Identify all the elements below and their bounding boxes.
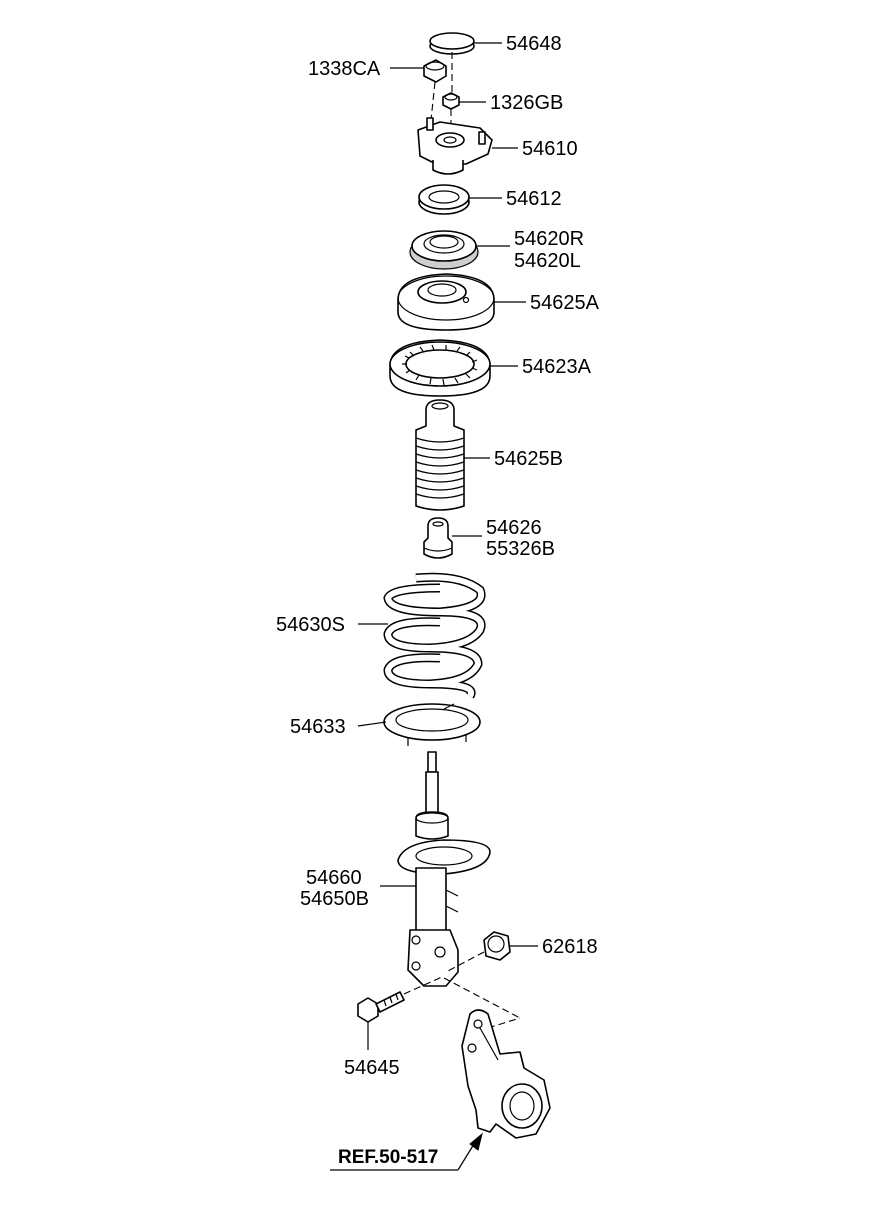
label-54620L: 54620L — [514, 250, 581, 272]
label-62618: 62618 — [542, 936, 598, 958]
part-1326GB-nut[interactable] — [442, 92, 460, 110]
label-54648: 54648 — [506, 33, 562, 55]
label-54645: 54645 — [344, 1057, 400, 1079]
ref-callout[interactable]: REF.50-517 — [330, 1132, 483, 1171]
ref-arrow-icon — [469, 1132, 483, 1151]
part-54633-pad[interactable] — [383, 703, 481, 746]
part-54610-mount[interactable] — [417, 117, 493, 175]
label-54623A: 54623A — [522, 356, 592, 378]
part-54660-strut[interactable] — [397, 751, 491, 987]
label-1326GB: 1326GB — [490, 92, 563, 114]
label-54625B: 54625B — [494, 448, 563, 470]
label-54630S: 54630S — [276, 614, 345, 636]
steering-knuckle — [443, 977, 551, 1139]
part-54645-bolt[interactable] — [357, 991, 405, 1023]
part-54626-bumper[interactable] — [423, 517, 453, 559]
label-54633: 54633 — [290, 716, 346, 738]
label-54612: 54612 — [506, 188, 562, 210]
part-54612-bearing[interactable] — [418, 184, 470, 215]
label-54626: 54626 — [486, 517, 542, 539]
part-54620-seat[interactable] — [409, 230, 479, 270]
part-54648-cap[interactable] — [429, 32, 475, 55]
part-54625B-boot[interactable] — [415, 399, 465, 511]
part-1338CA-nut[interactable] — [423, 59, 447, 83]
label-54660: 54660 — [306, 867, 362, 889]
label-54650B: 54650B — [300, 888, 369, 910]
label-54610: 54610 — [522, 138, 578, 160]
ref-label[interactable]: REF.50-517 — [338, 1147, 438, 1168]
part-54630S-spring[interactable] — [383, 572, 486, 699]
label-54625A: 54625A — [530, 292, 600, 314]
leader-lines — [357, 42, 538, 1050]
label-55326B: 55326B — [486, 538, 555, 560]
part-54625A-insulator[interactable] — [397, 273, 495, 331]
label-54620R: 54620R — [514, 228, 584, 250]
part-54623A-pad[interactable] — [389, 339, 491, 397]
part-62618-nut[interactable] — [483, 931, 511, 961]
label-1338CA: 1338CA — [308, 58, 381, 80]
part-labels: 54648 1338CA 1326GB 54610 54612 54620R 5… — [276, 33, 600, 1079]
